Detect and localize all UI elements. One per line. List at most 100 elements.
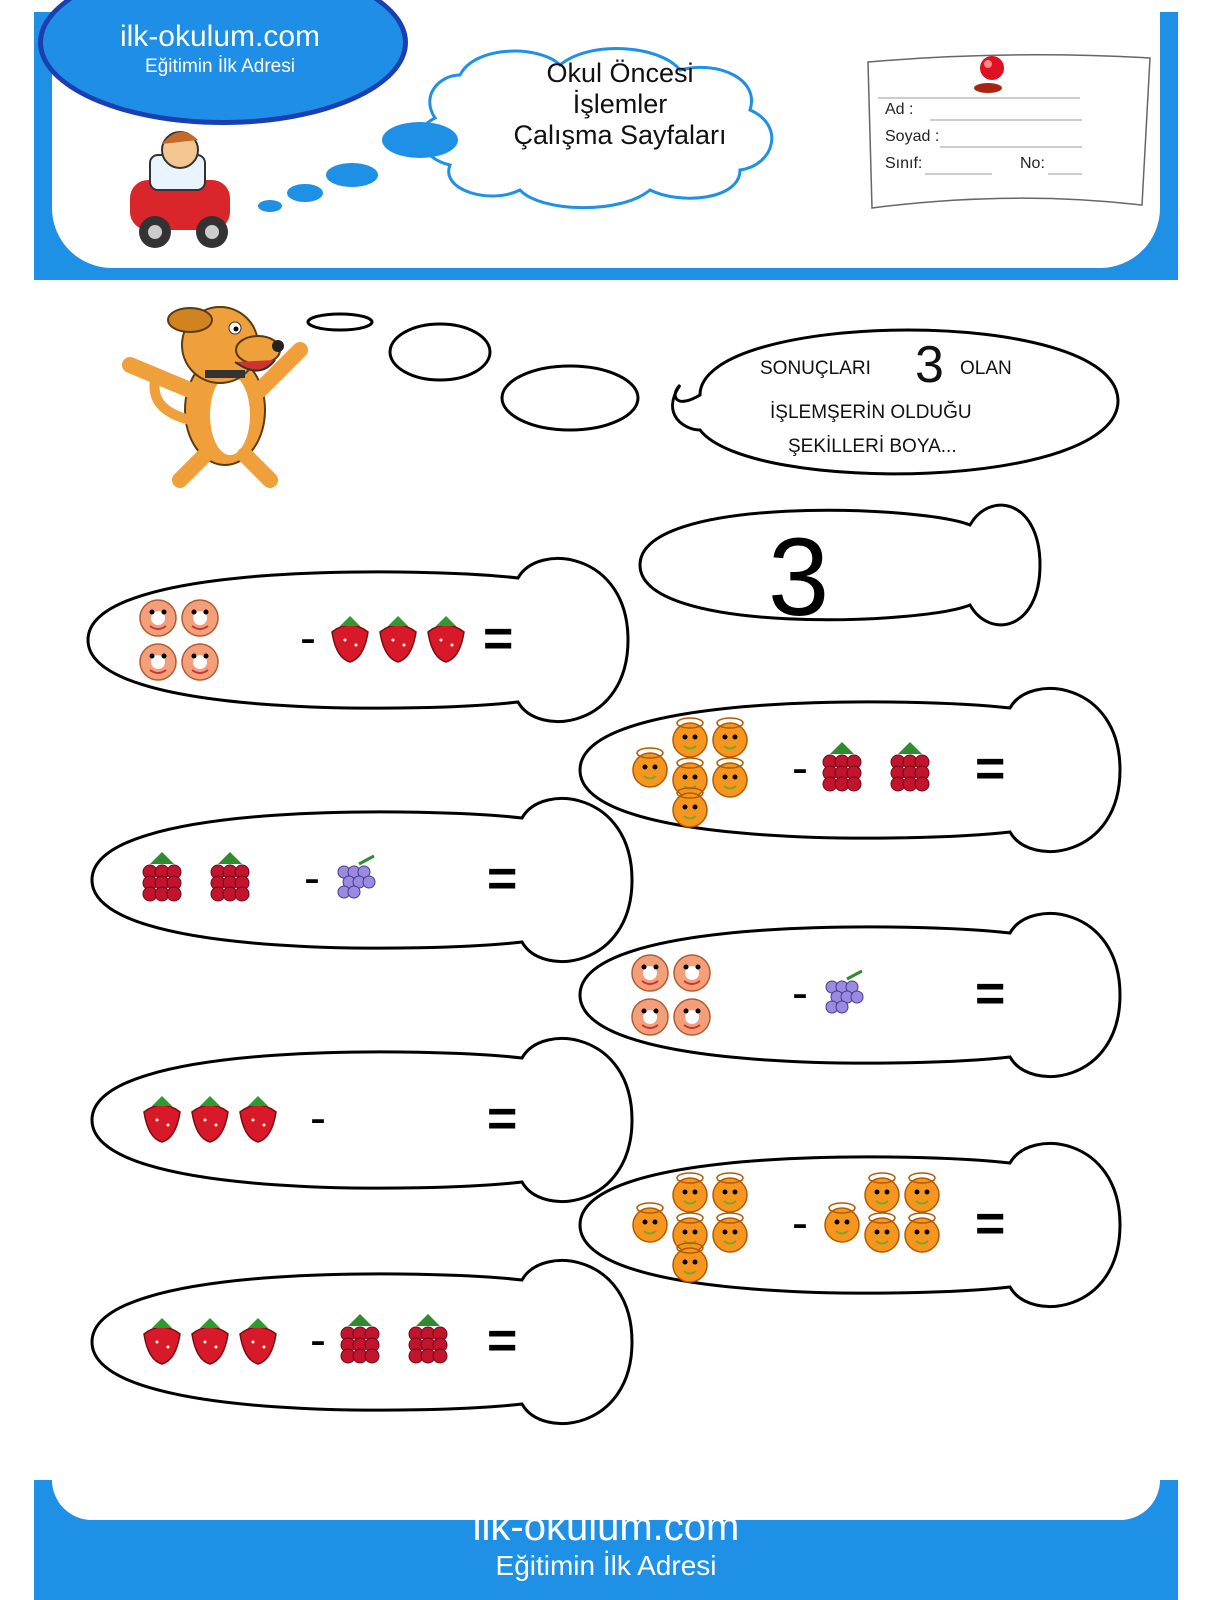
- exercise-bubble: -=: [578, 687, 1122, 853]
- logo-site: ilk-okulum.com: [119, 20, 321, 53]
- page-title: Okul Öncesi İşlemler Çalışma Sayfaları: [470, 58, 770, 151]
- raspberry-icon: [890, 742, 930, 792]
- item-group: [143, 1318, 277, 1365]
- instruction-area: SONUÇLARI 3 OLAN İŞLEMŞERİN OLDUĞU ŞEKİL…: [122, 306, 1120, 488]
- equals-sign: =: [975, 740, 1005, 798]
- item-group: [143, 1096, 277, 1143]
- minus-sign: -: [300, 612, 316, 665]
- orange-icon: [672, 717, 708, 758]
- title-line-2: İşlemler: [572, 89, 668, 119]
- raspberry-icon: [210, 852, 250, 902]
- orange-icon: [632, 747, 668, 788]
- bubble-outline: [90, 1037, 634, 1203]
- orange-icon: [824, 1202, 860, 1243]
- raspberry-icon: [142, 852, 182, 902]
- ad-label: Ad :: [885, 101, 914, 118]
- exercise-area: -=-=-=-=-=-=-=: [86, 557, 1122, 1425]
- raspberry-icon: [340, 1314, 380, 1364]
- soyad-label: Soyad :: [885, 128, 940, 145]
- donut-icon: [673, 998, 711, 1036]
- orange-icon: [712, 1172, 748, 1213]
- item-group: [822, 742, 930, 792]
- target-bubble: 3: [638, 503, 1042, 635]
- orange-icon: [904, 1212, 940, 1253]
- item-group: [337, 854, 376, 899]
- item-group: [825, 969, 864, 1014]
- donut-icon: [139, 643, 177, 681]
- logo[interactable]: ilk-okulum.com Eğitimin İlk Adresi: [70, 20, 370, 78]
- equals-sign: =: [487, 1090, 517, 1148]
- donut-icon: [181, 599, 219, 637]
- instruction-line3: ŞEKİLLERİ BOYA...: [788, 436, 957, 457]
- car-driver-illustration: [130, 131, 230, 248]
- donut-icon: [631, 998, 669, 1036]
- donut-icon: [631, 954, 669, 992]
- item-group: [331, 616, 465, 663]
- instruction-line2: İŞLEMŞERİN OLDUĞU: [770, 401, 972, 423]
- orange-icon: [672, 787, 708, 828]
- footer-logo[interactable]: ilk-okulum.com Eğitimin İlk Adresi: [300, 1505, 912, 1582]
- orange-icon: [712, 717, 748, 758]
- strawberry-icon: [239, 1318, 277, 1365]
- instruction-part1: SONUÇLARI: [760, 358, 871, 379]
- orange-icon: [672, 1172, 708, 1213]
- raspberry-icon: [408, 1314, 448, 1364]
- exercise-bubble: -=: [578, 1142, 1122, 1308]
- name-card: Ad : Soyad : Sınıf: No:: [880, 56, 1130, 206]
- minus-sign: -: [310, 1314, 326, 1367]
- orange-icon: [904, 1172, 940, 1213]
- orange-icon: [864, 1172, 900, 1213]
- item-group: [824, 1172, 940, 1253]
- donut-icon: [181, 643, 219, 681]
- no-label: No:: [1020, 155, 1045, 172]
- strawberry-icon: [143, 1096, 181, 1143]
- pushpin-icon: [974, 56, 1004, 93]
- orange-icon: [712, 757, 748, 798]
- item-group: [340, 1314, 448, 1364]
- strawberry-icon: [191, 1318, 229, 1365]
- exercise-bubble: -=: [90, 1259, 634, 1425]
- donut-icon: [139, 599, 177, 637]
- strawberry-icon: [239, 1096, 277, 1143]
- target-number: 3: [768, 516, 829, 635]
- exercise-bubble: -=: [90, 1037, 634, 1203]
- footer-panel: [52, 1480, 1160, 1520]
- instruction-number: 3: [915, 336, 944, 394]
- strawberry-icon: [331, 616, 369, 663]
- exercise-bubble: -=: [578, 912, 1122, 1078]
- title-cloud: [130, 47, 774, 248]
- minus-sign: -: [792, 967, 808, 1020]
- raspberry-icon: [822, 742, 862, 792]
- minus-sign: -: [792, 1197, 808, 1250]
- exercise-bubble: -=: [86, 557, 630, 723]
- name-card-paper: [867, 54, 1151, 209]
- sinif-label: Sınıf:: [885, 155, 923, 172]
- item-group: [632, 717, 748, 828]
- minus-sign: -: [304, 852, 320, 905]
- exercise-bubble: -=: [90, 797, 634, 963]
- equals-sign: =: [483, 610, 513, 668]
- strawberry-icon: [427, 616, 465, 663]
- orange-icon: [632, 1202, 668, 1243]
- equals-sign: =: [487, 850, 517, 908]
- logo-slogan: Eğitimin İlk Adresi: [145, 56, 295, 77]
- donut-icon: [673, 954, 711, 992]
- orange-icon: [712, 1212, 748, 1253]
- instruction-part2: OLAN: [960, 358, 1012, 379]
- orange-icon: [864, 1212, 900, 1253]
- item-group: [139, 599, 219, 681]
- footer-site: ilk-okulum.com: [472, 1505, 740, 1549]
- minus-sign: -: [310, 1092, 326, 1145]
- strawberry-icon: [143, 1318, 181, 1365]
- item-group: [142, 852, 250, 902]
- equals-sign: =: [975, 965, 1005, 1023]
- minus-sign: -: [792, 742, 808, 795]
- item-group: [631, 954, 711, 1036]
- strawberry-icon: [191, 1096, 229, 1143]
- strawberry-icon: [379, 616, 417, 663]
- dog-illustration: [122, 306, 308, 488]
- item-group: [632, 1172, 748, 1283]
- equals-sign: =: [975, 1195, 1005, 1253]
- grape-icon: [337, 854, 376, 899]
- title-line-1: Okul Öncesi: [546, 58, 694, 88]
